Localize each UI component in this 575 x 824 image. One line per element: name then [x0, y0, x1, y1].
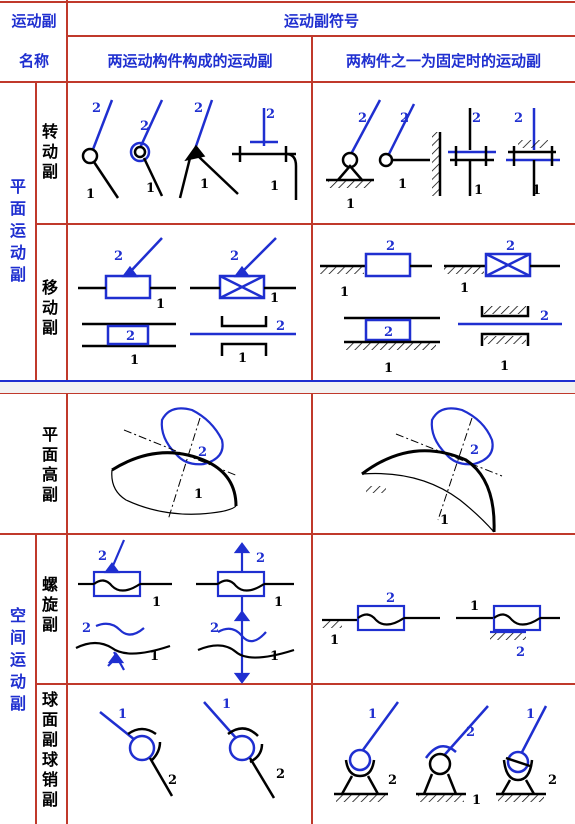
category-title-line1: 运动副	[11, 12, 57, 30]
link-label-2: 2	[194, 101, 203, 116]
link-label-2: 2	[230, 249, 239, 264]
group-planar: 平面运动副	[9, 177, 26, 284]
link-label-2: 2	[256, 551, 265, 566]
link-label-2: 2	[472, 111, 481, 126]
higher-pair-symbols	[111, 407, 503, 533]
link-label-1: 1	[222, 697, 231, 712]
link-label-2: 2	[516, 645, 525, 660]
column-two-moving: 两运动构件构成的运动副	[107, 52, 273, 70]
link-label-2: 2	[466, 725, 475, 740]
link-label-2: 2	[140, 119, 149, 134]
revolute-moving-symbols	[81, 99, 298, 200]
link-label-1: 1	[156, 297, 165, 312]
link-label-2: 2	[126, 329, 135, 344]
category-title-line2: 名称	[18, 52, 49, 70]
link-label-1: 1	[118, 707, 127, 722]
link-label-1: 1	[346, 197, 355, 212]
column-one-fixed: 两构件之一为固定时的运动副	[345, 52, 541, 70]
link-label-2: 2	[386, 239, 395, 254]
pair-prismatic: 移动副	[41, 278, 58, 337]
link-label-1: 1	[330, 633, 339, 648]
pair-higher: 平面高副	[41, 425, 58, 504]
link-label-1: 1	[146, 181, 155, 196]
link-label-1: 1	[270, 179, 279, 194]
pair-revolute: 转动副	[41, 122, 58, 181]
prismatic-fixed-symbols	[320, 252, 562, 350]
link-label-1: 1	[384, 361, 393, 376]
link-label-1: 1	[150, 649, 159, 664]
prismatic-moving-symbols	[78, 237, 296, 356]
link-label-2: 2	[400, 111, 409, 126]
link-label-2: 2	[168, 773, 177, 788]
link-label-2: 2	[384, 325, 393, 340]
link-label-2: 2	[548, 773, 557, 788]
pair-spherical: 球面副球销副	[41, 690, 58, 809]
link-label-1: 1	[86, 187, 95, 202]
link-label-2: 2	[506, 239, 515, 254]
pair-helical: 螺旋副	[41, 575, 58, 634]
link-label-2: 2	[82, 621, 91, 636]
link-label-2: 2	[98, 549, 107, 564]
link-label-1: 1	[460, 281, 469, 296]
link-label-1: 1	[368, 707, 377, 722]
link-label-1: 1	[340, 285, 349, 300]
link-label-1: 1	[270, 291, 279, 306]
link-label-2: 2	[540, 309, 549, 324]
link-label-1: 1	[200, 177, 209, 192]
link-label-1: 1	[152, 595, 161, 610]
spherical-pair-symbols	[99, 701, 548, 802]
link-label-1: 1	[274, 595, 283, 610]
link-label-1: 1	[470, 599, 479, 614]
link-label-2: 2	[514, 111, 523, 126]
link-label-1: 1	[270, 649, 279, 664]
link-label-1: 1	[398, 177, 407, 192]
link-labels: 2 1 2 1 2 1 2 1 2 1 2 1 2 1 2 1 2 1 2 1 …	[82, 101, 557, 808]
link-label-1: 1	[532, 183, 541, 198]
link-label-1: 1	[238, 351, 247, 366]
link-label-2: 2	[92, 101, 101, 116]
link-label-2: 2	[276, 767, 285, 782]
link-label-2: 2	[388, 773, 397, 788]
link-label-2: 2	[358, 111, 367, 126]
revolute-fixed-symbols	[326, 99, 560, 196]
link-label-1: 1	[194, 487, 203, 502]
group-spatial: 空间运动副	[9, 606, 26, 713]
link-label-1: 1	[130, 353, 139, 368]
link-label-1: 1	[472, 793, 481, 808]
link-label-2: 2	[266, 107, 275, 122]
link-label-2: 2	[114, 249, 123, 264]
link-label-2: 2	[276, 319, 285, 334]
link-label-2: 2	[470, 443, 479, 458]
link-label-1: 1	[474, 183, 483, 198]
link-label-2: 2	[386, 591, 395, 606]
symbol-title: 运动副符号	[283, 12, 359, 30]
link-label-1: 1	[526, 707, 535, 722]
section-gap	[0, 381, 575, 393]
link-label-2: 2	[198, 445, 207, 460]
link-label-1: 1	[500, 359, 509, 374]
link-label-2: 2	[210, 621, 219, 636]
link-label-1: 1	[440, 513, 449, 528]
helical-pair-symbols	[75, 539, 560, 684]
